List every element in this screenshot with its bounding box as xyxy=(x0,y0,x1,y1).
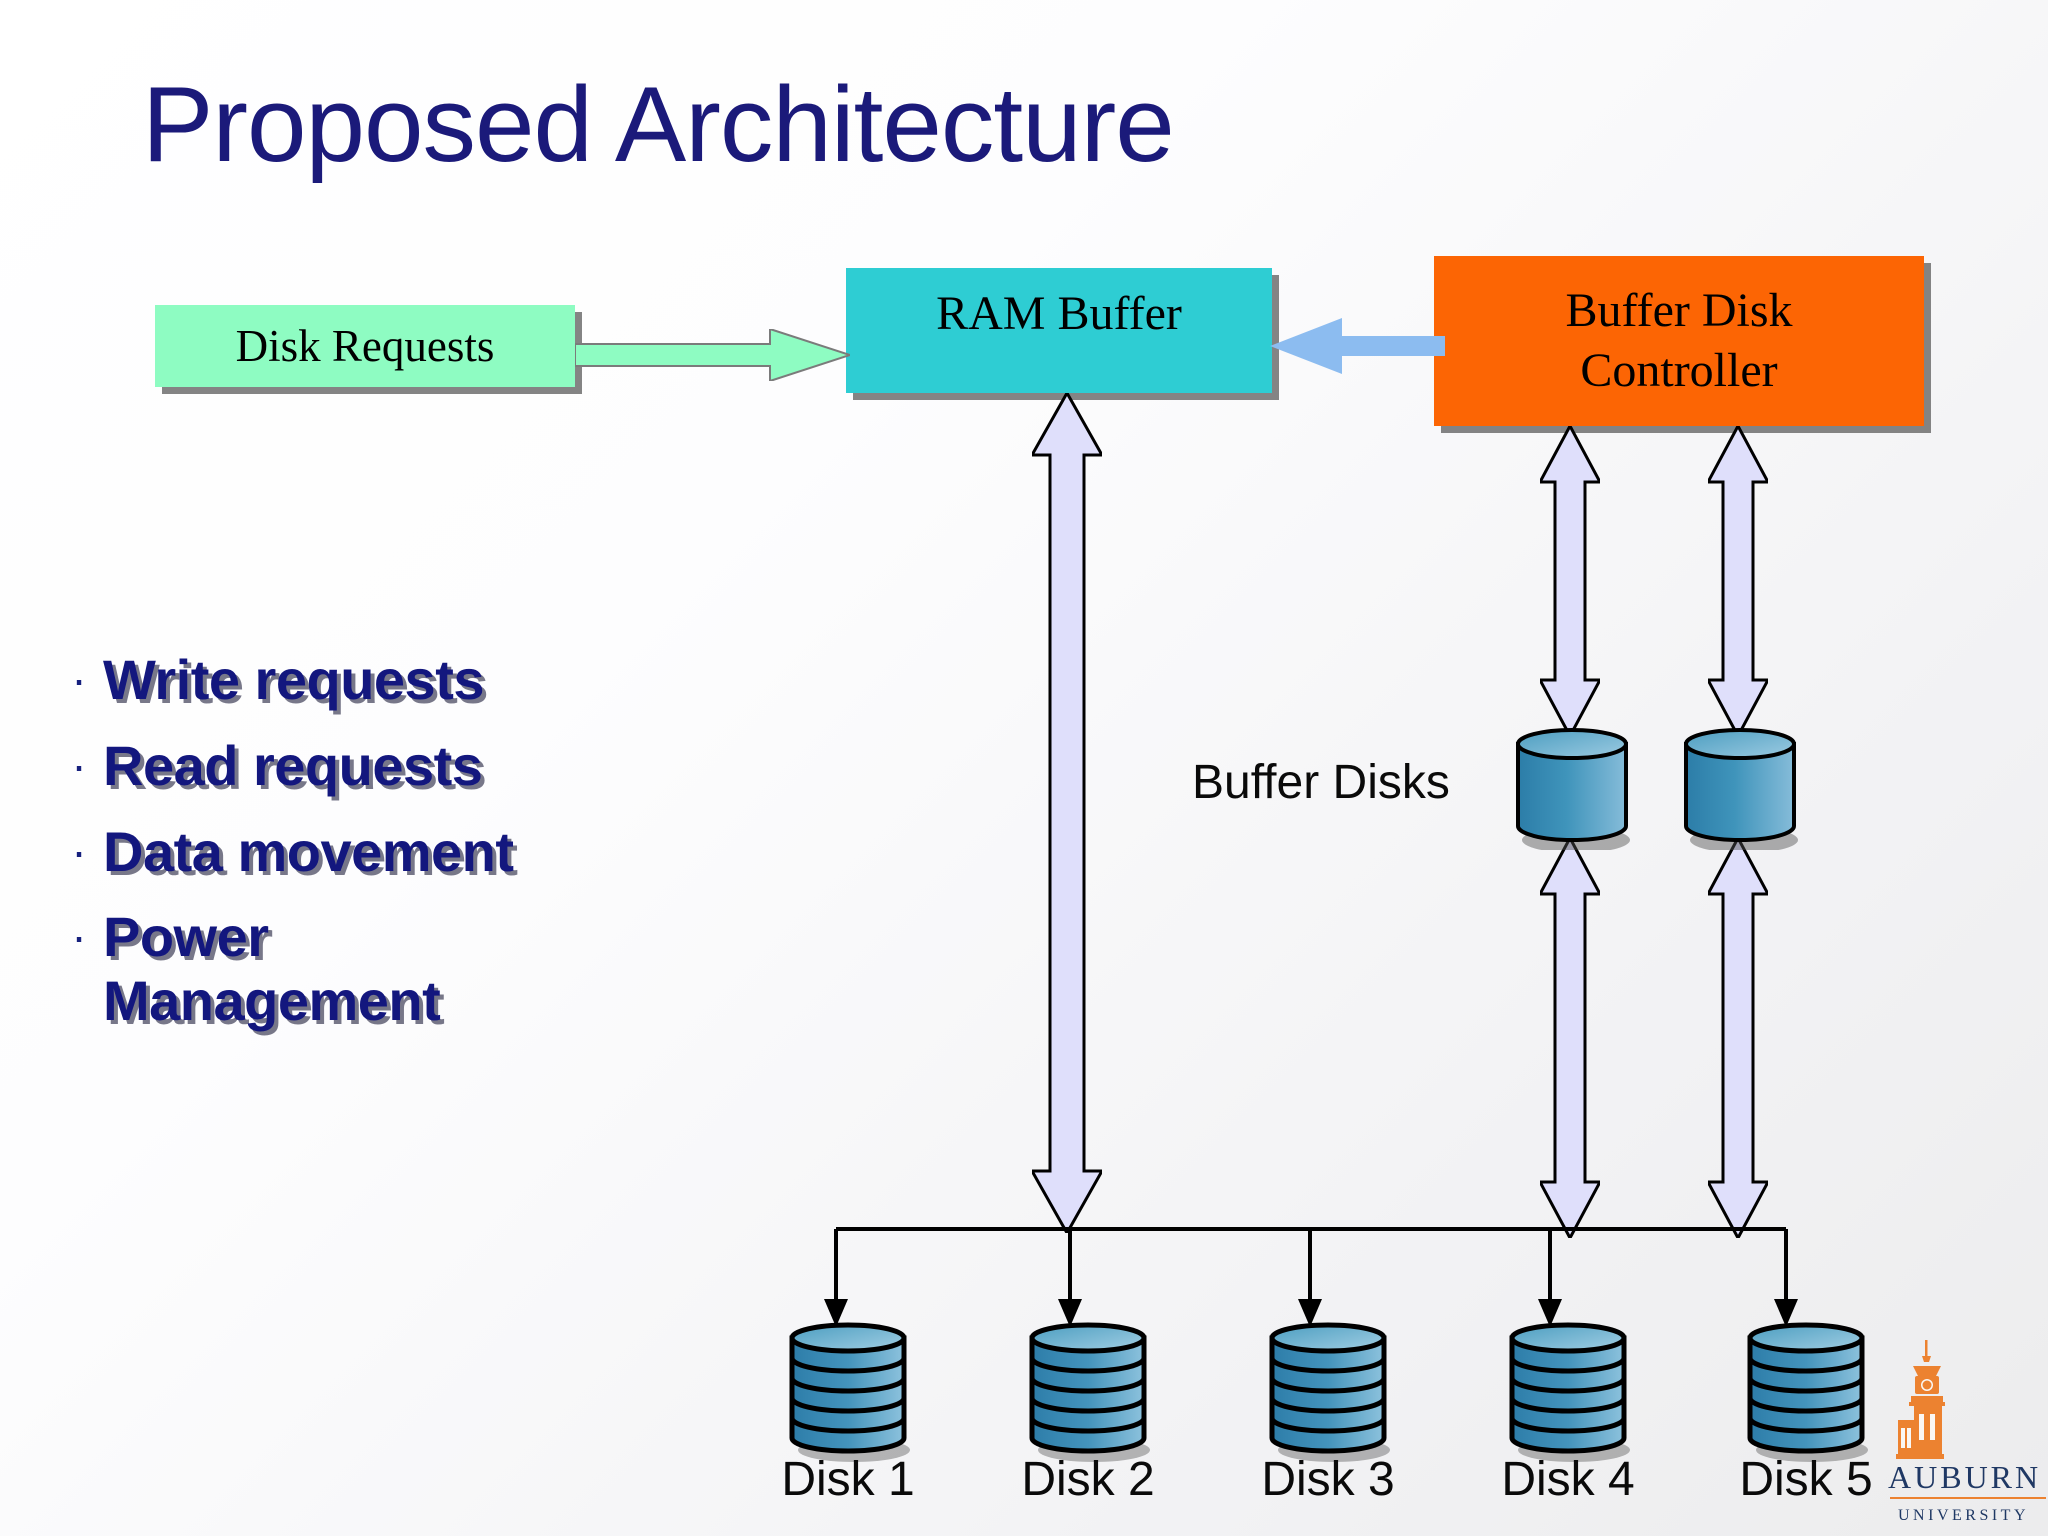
controller-to-bufferdisk-1-arrow-icon xyxy=(1540,426,1600,736)
requests-to-ram-arrow-icon xyxy=(575,329,850,381)
disk-label: Disk 3 xyxy=(1261,1453,1395,1506)
ram-to-bus-arrow-icon xyxy=(1032,393,1102,1233)
bufferdisk-2-to-bus-arrow-icon xyxy=(1708,838,1768,1238)
disk-bus-connector xyxy=(824,1227,1798,1327)
bullet-marker-icon: · xyxy=(71,738,87,791)
buffer-disk-controller-box: Buffer Disk Controller xyxy=(1434,256,1924,426)
ram-buffer-label: RAM Buffer xyxy=(936,287,1182,340)
disk-cylinder xyxy=(1029,1322,1150,1462)
auburn-wordmark: AUBURN xyxy=(1888,1459,2041,1495)
buffer-disk-cylinder xyxy=(1516,728,1630,850)
bullet-marker-icon: · xyxy=(71,824,87,877)
list-item: · Read requests xyxy=(55,734,815,798)
auburn-subtext: UNIVERSITY xyxy=(1898,1507,2029,1524)
bullet-marker-icon: · xyxy=(71,653,87,705)
page-title: Proposed Architecture xyxy=(142,64,1175,184)
disk-label: Disk 4 xyxy=(1501,1453,1635,1506)
disk-label: Disk 5 xyxy=(1739,1453,1873,1506)
list-item: · Power Management xyxy=(55,905,815,1033)
disk-label: Disk 1 xyxy=(781,1453,915,1506)
bullet-label: Read requests xyxy=(103,733,483,797)
bullet-label: Write requests xyxy=(103,648,484,711)
bullet-list: · Write requests · Read requests · Data … xyxy=(55,648,815,1055)
controller-label-line1: Buffer Disk xyxy=(1565,284,1793,337)
bullet-label: Data movement xyxy=(103,819,514,883)
disk-cylinder xyxy=(1509,1322,1630,1462)
disk-label: Disk 2 xyxy=(1021,1453,1155,1506)
list-item: · Write requests xyxy=(55,648,815,712)
bullet-label: Power Management xyxy=(103,905,441,1033)
list-item: · Data movement xyxy=(55,820,815,884)
disk-cylinder xyxy=(1747,1322,1868,1462)
bufferdisk-1-to-bus-arrow-icon xyxy=(1540,838,1600,1238)
disk-requests-box: Disk Requests xyxy=(155,305,575,387)
controller-label-line2: Controller xyxy=(1580,344,1778,397)
ram-buffer-box: RAM Buffer xyxy=(846,268,1272,393)
disk-requests-label: Disk Requests xyxy=(235,321,495,371)
disk-cylinder xyxy=(1269,1322,1390,1462)
controller-to-bufferdisk-2-arrow-icon xyxy=(1708,426,1768,736)
buffer-disk-cylinder xyxy=(1684,728,1798,850)
auburn-tower-icon xyxy=(1896,1340,1945,1459)
controller-to-ram-arrow-icon xyxy=(1270,318,1445,374)
disk-cylinder xyxy=(789,1322,910,1462)
auburn-university-logo: AUBURN UNIVERSITY xyxy=(1888,1340,2046,1524)
bullet-marker-icon: · xyxy=(71,910,87,963)
buffer-disks-label: Buffer Disks xyxy=(1192,756,1450,809)
